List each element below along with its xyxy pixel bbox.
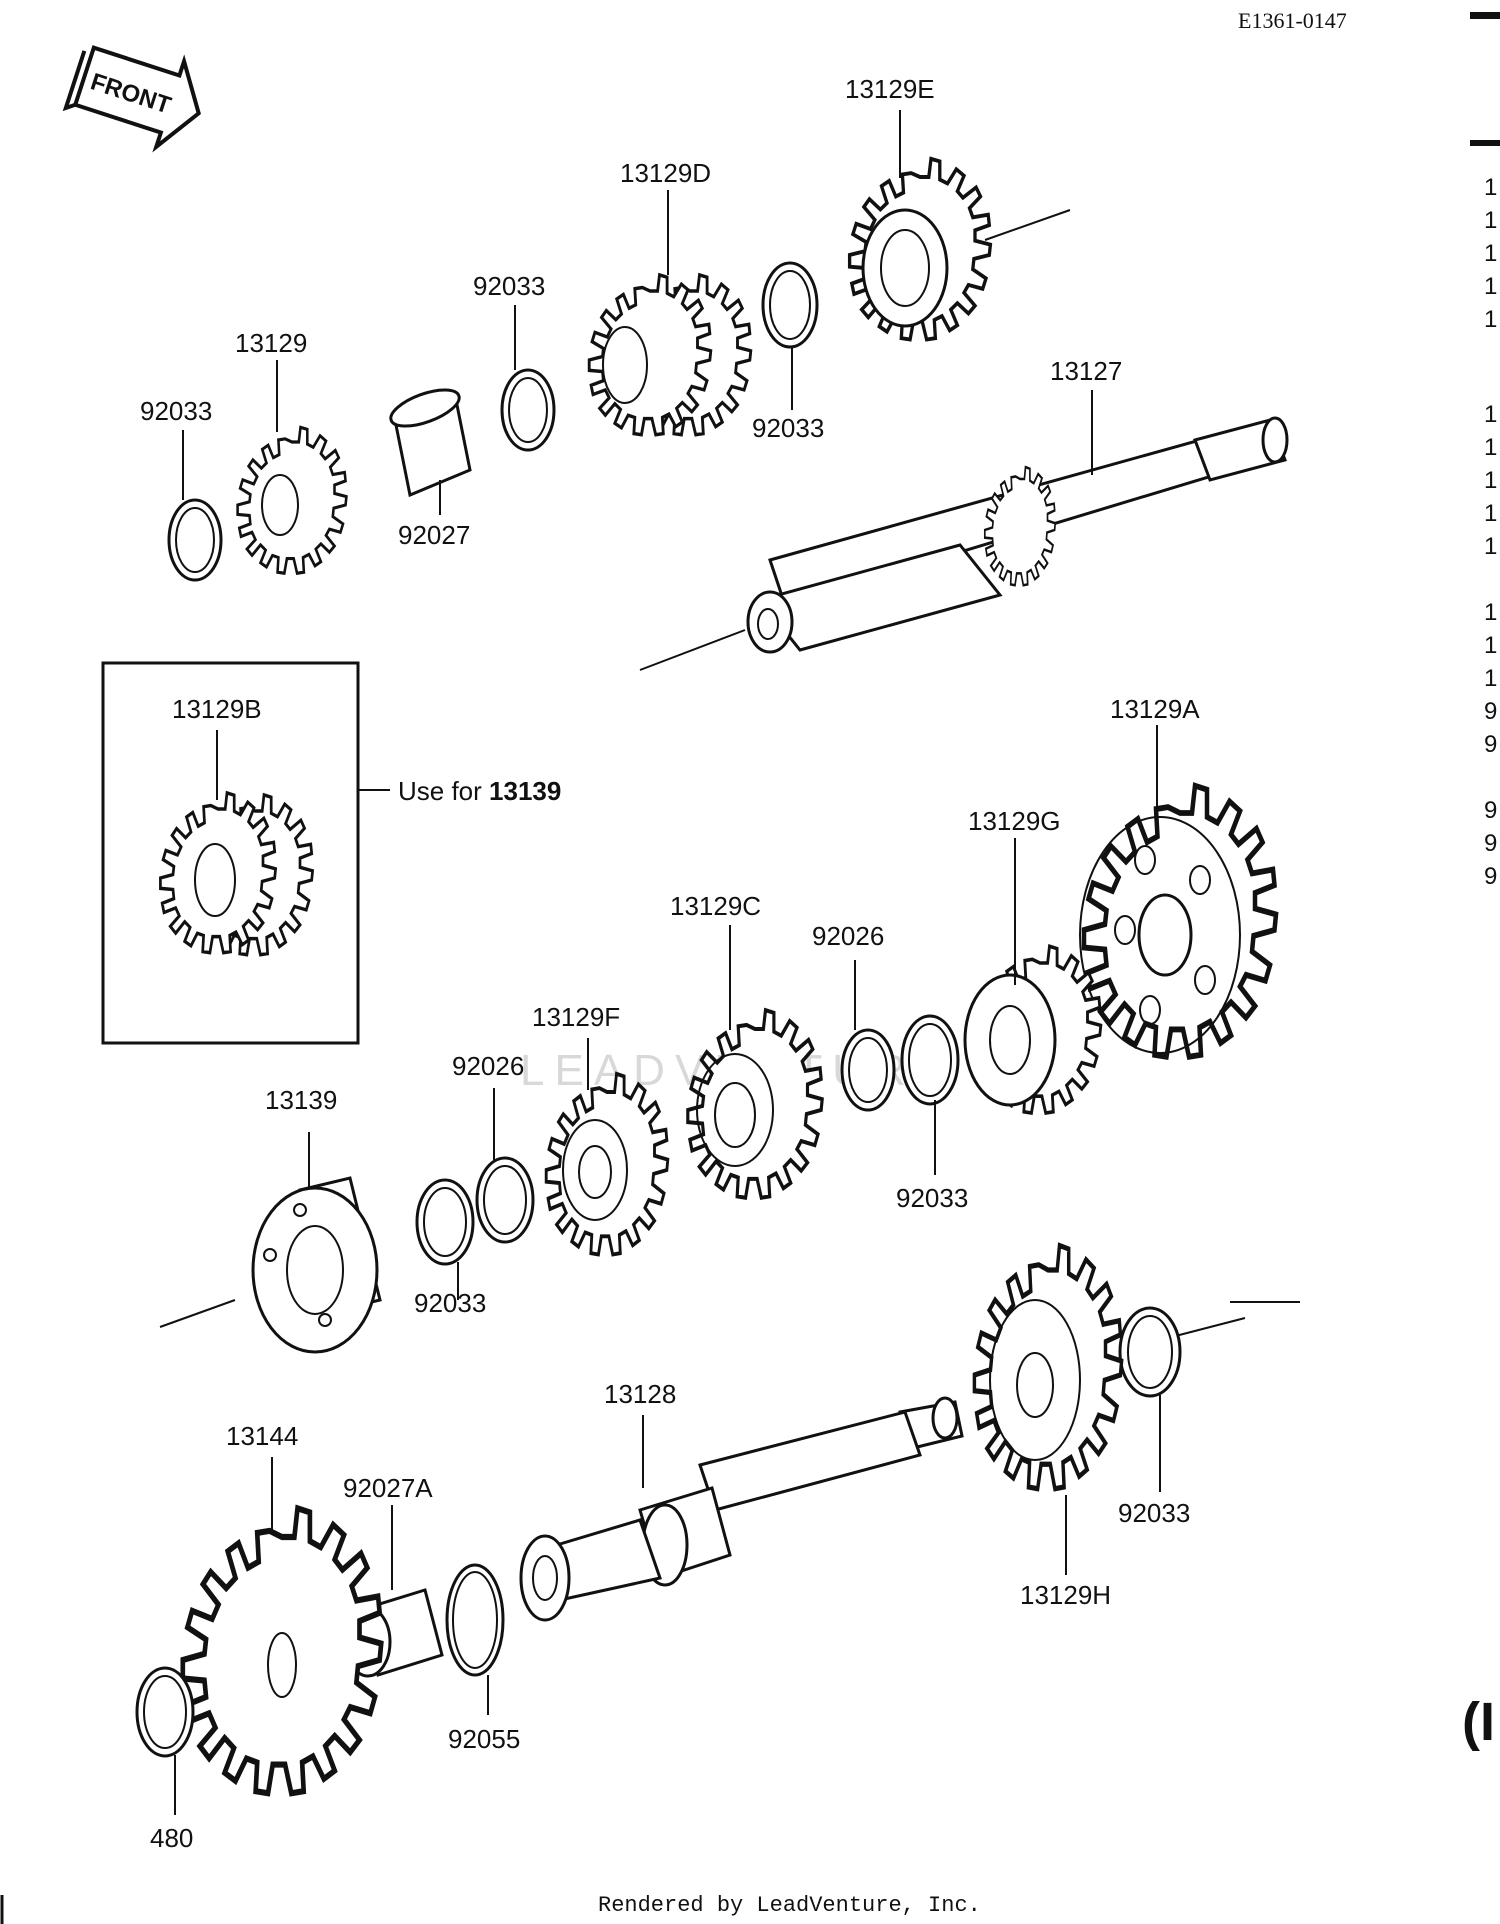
label-92033-bottom-right: 92033 xyxy=(1118,1498,1190,1528)
side-index-item: 9 xyxy=(1484,863,1497,890)
front-arrow-badge: FRONT xyxy=(62,45,201,153)
circlip-92033-low-left xyxy=(415,1178,475,1266)
label-13144: 13144 xyxy=(226,1421,298,1451)
side-index-item: 1 xyxy=(1484,401,1497,428)
side-index-item: 1 xyxy=(1484,632,1497,659)
side-index-item: 9 xyxy=(1484,797,1497,824)
side-index-item: 1 xyxy=(1484,533,1497,560)
label-92026-right: 92026 xyxy=(812,921,884,951)
side-index-item: 1 xyxy=(1484,467,1497,494)
side-index-item: 1 xyxy=(1484,434,1497,461)
side-index-item: 1 xyxy=(1484,665,1497,692)
label-13129A: 13129A xyxy=(1110,694,1200,724)
washer-92026-left xyxy=(475,1156,535,1244)
shaft-axis-line xyxy=(159,1299,236,1328)
gear-13129C xyxy=(688,1010,822,1198)
gear-13129H xyxy=(974,1246,1121,1489)
side-index-item: 9 xyxy=(1484,698,1497,725)
use-for-prefix: Use for xyxy=(398,776,482,806)
shaft-13128 xyxy=(519,1396,964,1622)
gear-13129B xyxy=(158,791,315,957)
label-92033-left: 92033 xyxy=(140,396,212,426)
side-index-item: 1 xyxy=(1484,240,1497,267)
circlip-92033-mid xyxy=(900,1014,960,1106)
corner-mark xyxy=(1470,140,1500,146)
shaft-axis-line xyxy=(639,629,746,671)
side-index-item: 9 xyxy=(1484,731,1497,758)
label-13139: 13139 xyxy=(265,1085,337,1115)
circlip-92033-left xyxy=(167,498,223,582)
label-92055: 92055 xyxy=(448,1724,520,1754)
label-92033-mid: 92033 xyxy=(896,1183,968,1213)
label-92027: 92027 xyxy=(398,520,470,550)
label-13129: 13129 xyxy=(235,328,307,358)
side-index-column: 1 1 1 1 1 1 1 1 1 1 1 1 1 9 9 9 9 9 xyxy=(1484,174,1497,890)
side-index-item: 1 xyxy=(1484,306,1497,333)
label-92033-top-right: 92033 xyxy=(752,413,824,443)
label-13129F: 13129F xyxy=(532,1002,620,1032)
use-for-part: 13139 xyxy=(489,776,561,806)
label-13128: 13128 xyxy=(604,1379,676,1409)
oring-92055 xyxy=(445,1563,505,1677)
label-13129D: 13129D xyxy=(620,158,711,188)
circlip-480 xyxy=(135,1666,195,1758)
gear-13129G xyxy=(963,944,1103,1115)
label-92033-top: 92033 xyxy=(473,271,545,301)
side-index-item: 1 xyxy=(1484,599,1497,626)
circlip-92033-bottom-right xyxy=(1118,1306,1182,1398)
side-index-item: 9 xyxy=(1484,830,1497,857)
label-13129E: 13129E xyxy=(845,74,935,104)
footer-credit: Rendered by LeadVenture, Inc. xyxy=(598,1893,981,1918)
use-for-note: Use for 13139 xyxy=(398,776,561,806)
diagram-code: E1361-0147 xyxy=(1238,8,1347,33)
side-index-item: 1 xyxy=(1484,273,1497,300)
label-92027A: 92027A xyxy=(343,1473,433,1503)
circlip-92033-top-right xyxy=(761,261,819,349)
label-13129B: 13129B xyxy=(172,694,262,724)
gear-13129F xyxy=(544,1071,670,1257)
side-index-item: 1 xyxy=(1484,500,1497,527)
sprocket-13144 xyxy=(183,1508,381,1793)
circlip-92033-top xyxy=(500,368,556,452)
label-13129H: 13129H xyxy=(1020,1580,1111,1610)
label-13129G: 13129G xyxy=(968,806,1061,836)
side-mark: (I xyxy=(1462,1692,1495,1752)
gear-13129 xyxy=(236,425,348,575)
label-13127: 13127 xyxy=(1050,356,1122,386)
label-92026-left: 92026 xyxy=(452,1051,524,1081)
option-box-13129B xyxy=(101,661,360,1045)
label-480: 480 xyxy=(150,1823,193,1853)
label-13129C: 13129C xyxy=(670,891,761,921)
shaft-13127 xyxy=(746,416,1289,654)
shaft-axis-line xyxy=(984,209,1071,241)
gear-13129D xyxy=(587,273,753,437)
side-index-item: 1 xyxy=(1484,207,1497,234)
hub-13139 xyxy=(251,1176,382,1354)
washer-92026-right xyxy=(840,1028,896,1112)
label-92033-low-left: 92033 xyxy=(414,1288,486,1318)
side-index-item: 1 xyxy=(1484,174,1497,201)
gear-13129E xyxy=(847,156,993,342)
bushing-92027 xyxy=(389,388,472,498)
gear-13129A xyxy=(1079,786,1276,1057)
corner-mark xyxy=(1470,12,1500,19)
